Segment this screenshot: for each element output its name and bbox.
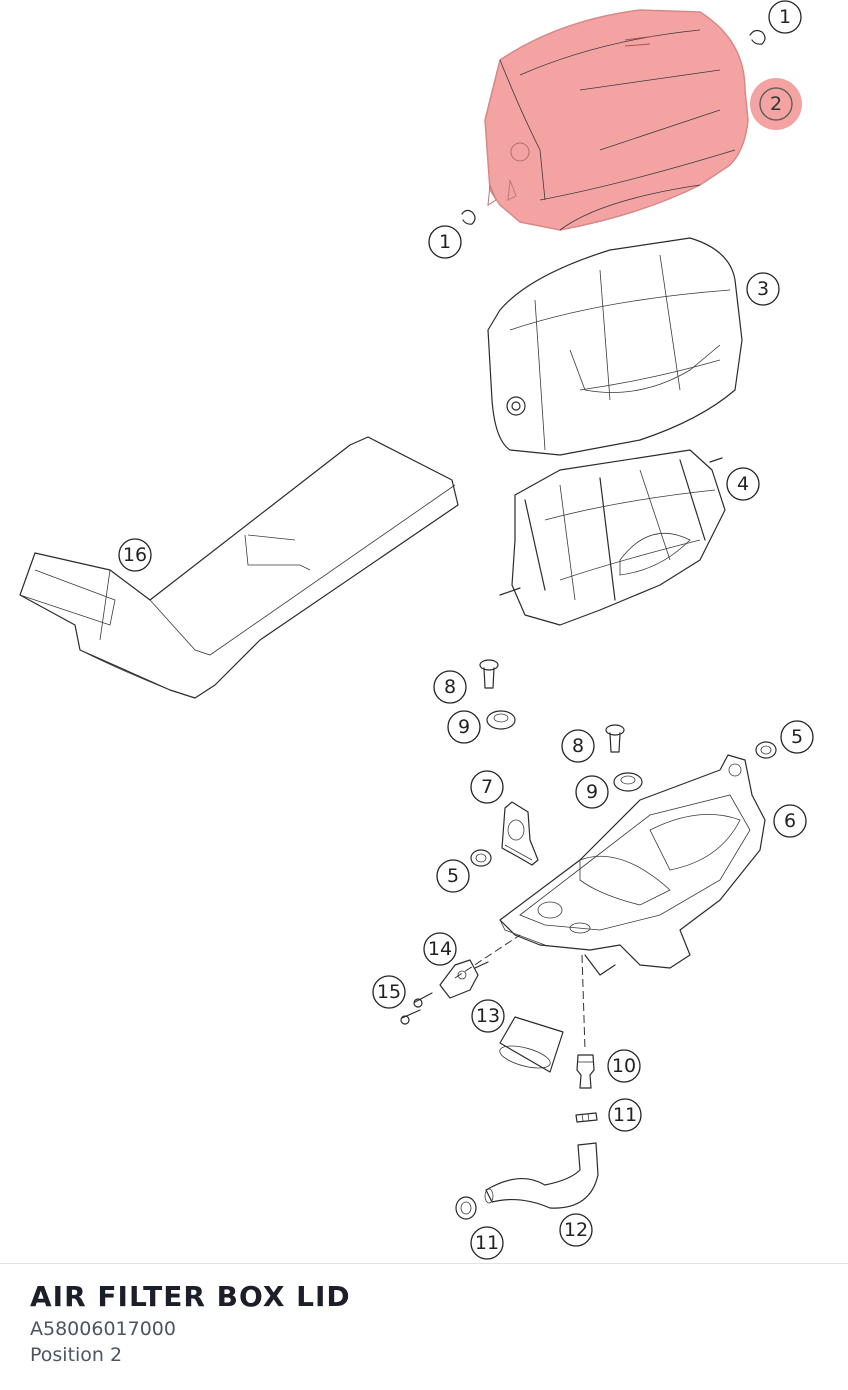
part-grommet-lower[interactable] bbox=[613, 772, 643, 792]
part-air-filter-box[interactable] bbox=[499, 754, 766, 976]
callout-8-upper[interactable]: 8 bbox=[433, 670, 467, 704]
svg-text:3: 3 bbox=[757, 278, 769, 300]
part-title: AIR FILTER BOX LID bbox=[30, 1280, 351, 1313]
callout-14[interactable]: 14 bbox=[423, 932, 457, 966]
callout-11-upper[interactable]: 11 bbox=[608, 1098, 642, 1132]
part-screw-upper[interactable] bbox=[479, 659, 499, 689]
callout-4[interactable]: 4 bbox=[726, 467, 760, 501]
svg-text:1: 1 bbox=[439, 231, 451, 253]
callout-9-upper[interactable]: 9 bbox=[447, 710, 481, 744]
callout-5-left[interactable]: 5 bbox=[436, 859, 470, 893]
svg-text:6: 6 bbox=[784, 810, 796, 832]
part-sensor[interactable] bbox=[439, 959, 489, 999]
part-intake-channel[interactable] bbox=[19, 436, 459, 699]
svg-text:8: 8 bbox=[572, 735, 584, 757]
part-screw-lower[interactable] bbox=[605, 724, 625, 753]
svg-text:4: 4 bbox=[737, 473, 749, 495]
callout-8-lower[interactable]: 8 bbox=[561, 729, 595, 763]
exploded-parts-diagram: 1 2 1 3 4 16 8 9 8 5 9 7 6 5 14 15 bbox=[19, 0, 814, 1260]
part-clamp-large[interactable] bbox=[455, 1196, 477, 1220]
callout-15[interactable]: 15 bbox=[372, 975, 406, 1009]
callout-7[interactable]: 7 bbox=[470, 770, 504, 804]
part-filter-cage[interactable] bbox=[499, 449, 726, 626]
callout-1-left[interactable]: 1 bbox=[428, 225, 462, 259]
part-number: A58006017000 bbox=[30, 1318, 176, 1340]
part-clip-top[interactable] bbox=[749, 29, 766, 45]
part-air-filter-box-lid[interactable] bbox=[484, 9, 749, 231]
svg-text:13: 13 bbox=[476, 1005, 500, 1027]
callout-13[interactable]: 13 bbox=[471, 999, 505, 1033]
callout-10[interactable]: 10 bbox=[607, 1049, 641, 1083]
svg-text:9: 9 bbox=[586, 781, 598, 803]
callout-3[interactable]: 3 bbox=[746, 272, 780, 306]
callout-1-top[interactable]: 1 bbox=[768, 0, 802, 34]
callout-12[interactable]: 12 bbox=[559, 1213, 593, 1247]
callout-16[interactable]: 16 bbox=[118, 538, 152, 572]
part-clamp-small[interactable] bbox=[575, 1112, 598, 1123]
svg-text:11: 11 bbox=[475, 1232, 499, 1254]
svg-text:1: 1 bbox=[779, 6, 791, 28]
part-plug-left[interactable] bbox=[470, 849, 492, 867]
svg-text:16: 16 bbox=[123, 544, 147, 566]
svg-text:10: 10 bbox=[612, 1055, 636, 1077]
part-bracket[interactable] bbox=[501, 801, 539, 866]
part-position: Position 2 bbox=[30, 1344, 123, 1366]
svg-text:15: 15 bbox=[377, 981, 401, 1003]
svg-text:8: 8 bbox=[444, 676, 456, 698]
part-drain-hose[interactable] bbox=[484, 1142, 599, 1209]
part-clip-left[interactable] bbox=[461, 209, 476, 225]
part-foam-sleeve[interactable] bbox=[498, 1016, 564, 1073]
svg-text:2: 2 bbox=[770, 93, 782, 115]
callout-2-highlighted[interactable]: 2 bbox=[750, 78, 802, 130]
svg-text:7: 7 bbox=[481, 776, 493, 798]
part-drain-nipple[interactable] bbox=[576, 1054, 595, 1089]
svg-text:11: 11 bbox=[613, 1104, 637, 1126]
part-plug-right[interactable] bbox=[755, 741, 777, 759]
part-info-panel: AIR FILTER BOX LID A58006017000 Position… bbox=[30, 1278, 351, 1368]
svg-text:14: 14 bbox=[428, 938, 452, 960]
callout-5-right[interactable]: 5 bbox=[780, 720, 814, 754]
part-air-filter[interactable] bbox=[487, 237, 743, 456]
part-grommet-upper[interactable] bbox=[486, 710, 516, 730]
svg-text:5: 5 bbox=[791, 726, 803, 748]
svg-text:5: 5 bbox=[447, 865, 459, 887]
divider bbox=[0, 1263, 848, 1264]
part-screw-pair[interactable] bbox=[400, 992, 433, 1025]
callout-11-lower[interactable]: 11 bbox=[470, 1226, 504, 1260]
callout-6[interactable]: 6 bbox=[773, 804, 807, 838]
svg-text:12: 12 bbox=[564, 1219, 588, 1241]
callout-9-lower[interactable]: 9 bbox=[575, 775, 609, 809]
svg-text:9: 9 bbox=[458, 716, 470, 738]
